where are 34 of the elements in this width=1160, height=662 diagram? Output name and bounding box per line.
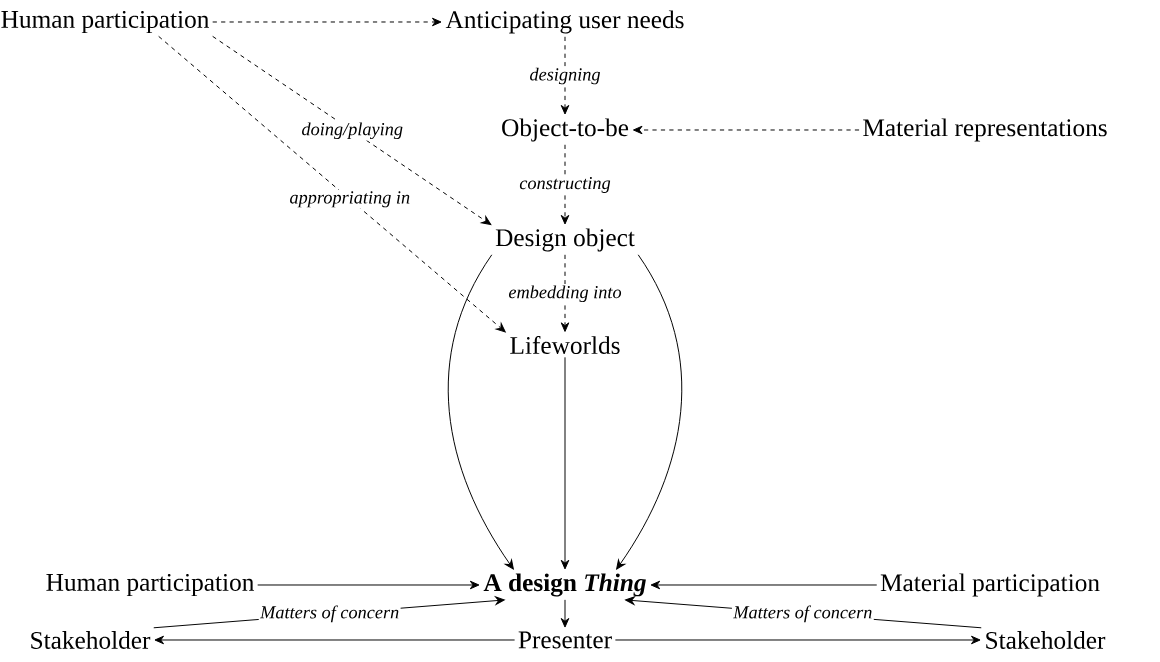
edge-label: embedding into: [507, 284, 623, 304]
edge-label: doing/playing: [300, 121, 405, 141]
edge-label: Matters of concern: [258, 604, 401, 624]
arrow: [560, 254, 570, 332]
edge-label: appropriating in: [288, 189, 412, 209]
arrow: [560, 36, 570, 115]
edge-label: designing: [528, 66, 602, 86]
node-text: Presenter: [518, 631, 612, 649]
arrow: [560, 599, 570, 628]
node-text: Stakeholder: [31, 631, 151, 649]
arrow: [154, 635, 516, 645]
arrow: [614, 635, 981, 645]
node-text: Human participation: [1, 10, 209, 34]
arrow: [560, 144, 570, 225]
edge-label: constructing: [517, 175, 613, 195]
arrow: [650, 580, 878, 590]
node-text: Design object: [495, 228, 635, 252]
arrow: [633, 125, 860, 135]
node-text: Material participation: [880, 573, 1100, 597]
arrow: [616, 254, 683, 570]
title-text: A design Thing: [483, 573, 646, 597]
node-text: Stakeholder: [986, 631, 1106, 649]
node-text: Object-to-be: [502, 118, 629, 142]
arrow: [212, 17, 442, 27]
node-text: Lifeworlds: [510, 335, 620, 354]
arrow: [447, 254, 514, 570]
edge-label: Matters of concern: [731, 604, 874, 624]
arrow: [158, 35, 506, 333]
arrow: [257, 580, 480, 590]
arrow: [212, 35, 492, 225]
node-text: Anticipating user needs: [445, 10, 684, 34]
arrow: [560, 356, 570, 570]
node-text: Material representations: [863, 118, 1107, 142]
node-text: Human participation: [46, 573, 254, 597]
